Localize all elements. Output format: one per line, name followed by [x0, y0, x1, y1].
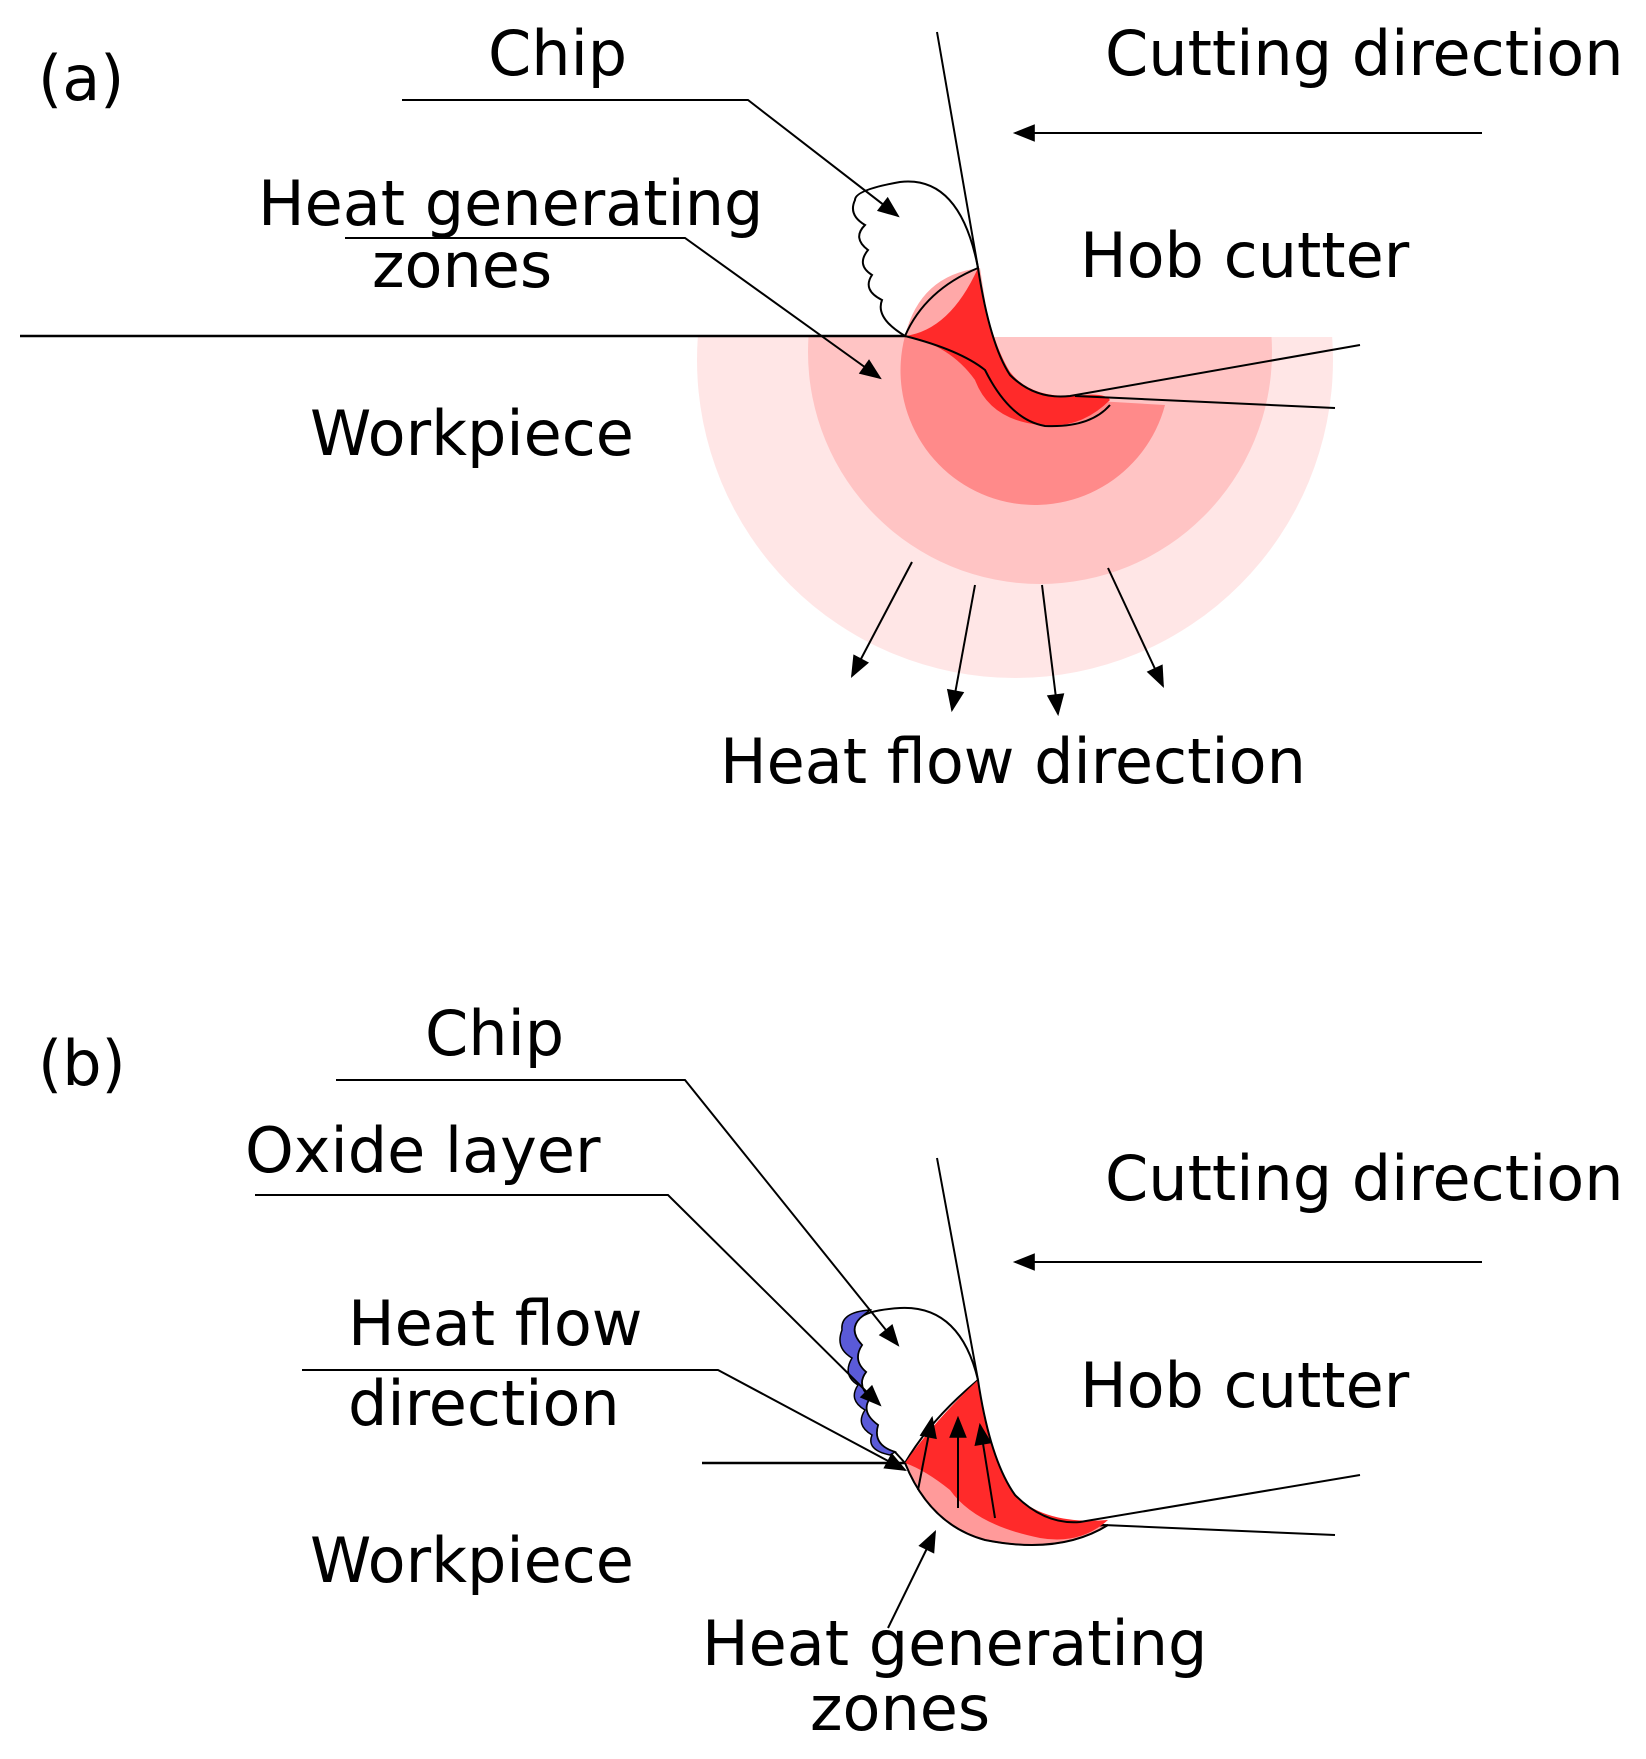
panel-a-cutting-direction-label: Cutting direction: [1105, 17, 1624, 90]
panel-b-heat-flow-label-1: Heat flow: [348, 1287, 642, 1360]
panel-a-light-heat-zone: [808, 337, 1272, 584]
panel-b-oxide-layer-label: Oxide layer: [245, 1114, 601, 1187]
panel-a-heat-zones-label-1: Heat generating: [258, 167, 763, 240]
panel-b-label: (b): [38, 1027, 126, 1100]
panel-a-primary-heat-zone: [905, 268, 1110, 426]
panel-a-heat-flow-arrow: [850, 561, 913, 678]
panel-a-cut-surface: [1074, 395, 1336, 409]
panel-a-hob-cutter-label: Hob cutter: [1080, 219, 1410, 292]
panel-b-cut-surface: [1079, 1523, 1336, 1536]
panel-a-hob-cutter-outline: [936, 31, 1361, 398]
panel-a-heat-zones-leader: [345, 237, 882, 380]
panel-b: (b) Chip Oxide layer Cutting direction H…: [38, 997, 1624, 1745]
panel-b-workpiece-label: Workpiece: [310, 1524, 634, 1597]
panel-b-heat-flow-label-2: direction: [348, 1367, 620, 1440]
panel-b-primary-heat-zone: [905, 1380, 1108, 1540]
panel-b-heat-zones-label-1: Heat generating: [702, 1607, 1207, 1680]
panel-b-heat-flow-arrow: [917, 1415, 937, 1491]
panel-a-tool-tip-contact: [904, 335, 1111, 428]
panel-b-hob-cutter-label: Hob cutter: [1080, 1349, 1410, 1422]
panel-a-heat-flow-arrow: [946, 584, 976, 713]
panel-b-heat-zones-label-2: zones: [810, 1672, 990, 1745]
panel-a-label: (a): [38, 42, 124, 115]
panel-a-chip-label: Chip: [488, 17, 627, 90]
panel-a-heat-flow-label: Heat flow direction: [720, 725, 1306, 798]
panel-b-heat-flow-arrow: [974, 1422, 996, 1519]
panel-b-heat-zones-leader: [887, 1530, 936, 1629]
panel-a-heat-flow-arrow: [1107, 567, 1164, 688]
panel-a-chip-leader: [402, 99, 900, 218]
panel-b-oxide-layer-leader: [255, 1194, 882, 1407]
panel-a-chip: [852, 180, 980, 338]
panel-b-cutting-direction-label: Cutting direction: [1105, 1142, 1624, 1215]
panel-b-chip-leader: [336, 1079, 900, 1347]
panel-b-hob-cutter-outline: [936, 1157, 1361, 1524]
panel-b-heat-flow-leader: [302, 1369, 907, 1472]
panel-a: (a) Chip Cutting direction Heat generati…: [20, 17, 1624, 798]
panel-a-heat-flow-arrow: [1041, 584, 1065, 717]
panel-b-tool-tip-contact: [904, 1462, 1109, 1546]
panel-b-chip-label: Chip: [425, 997, 564, 1070]
panel-a-heat-regions: [697, 337, 1333, 678]
panel-a-workpiece-label: Workpiece: [310, 397, 634, 470]
panel-b-oxide-layer: [839, 1309, 897, 1456]
panel-a-heat-zones-label-2: zones: [372, 229, 552, 302]
